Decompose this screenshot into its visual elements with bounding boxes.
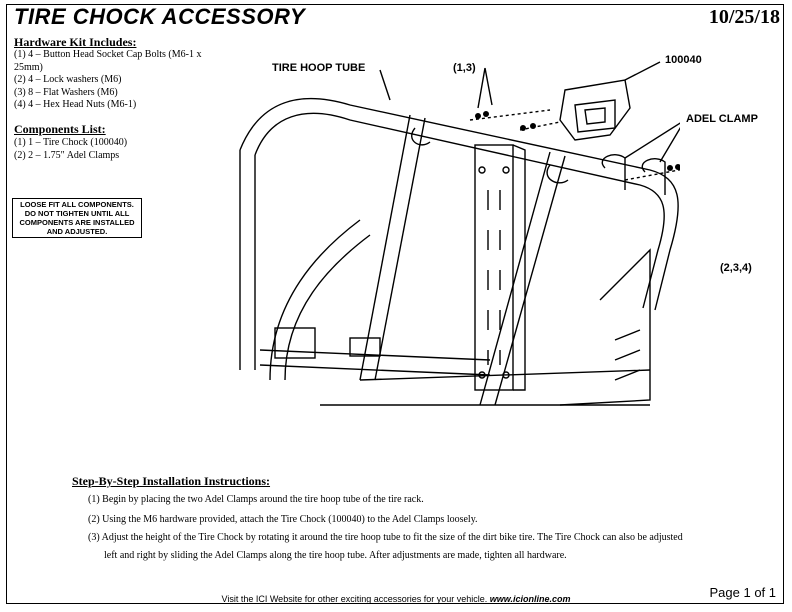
adel-clamp [601, 154, 626, 190]
instructions-heading: Step-By-Step Installation Instructions: [72, 474, 271, 488]
instruction-step: (2) Using the M6 hardware provided, atta… [88, 514, 478, 525]
components-heading: Components List: [14, 122, 106, 136]
callout-nut-group: (2,3,4) [720, 262, 752, 274]
instruction-step: left and right by sliding the Adel Clamp… [104, 550, 567, 561]
footer-text: Visit the ICI Website for other exciting… [221, 594, 488, 604]
callout-bolt-group: (1,3) [453, 62, 476, 74]
callout-tire-hoop-tube: TIRE HOOP TUBE [272, 62, 366, 74]
instruction-step: (3) Adjust the height of the Tire Chock … [88, 532, 683, 543]
instruction-step: (1) Begin by placing the two Adel Clamps… [88, 494, 424, 505]
hardware-kit-heading: Hardware Kit Includes: [14, 35, 137, 49]
tire-hoop-tube-inner [254, 112, 665, 309]
list-item: (3) 8 – Flat Washers (M6) [14, 86, 118, 98]
list-item: (2) 4 – Lock washers (M6) [14, 74, 122, 86]
page-border [6, 4, 784, 604]
document-title: TIRE CHOCK ACCESSORY [14, 4, 306, 29]
callout-part-number: 100040 [665, 54, 702, 66]
warning-line: LOOSE FIT ALL COMPONENTS. [20, 200, 134, 209]
list-item: 25mm) [14, 61, 43, 73]
page-number: Page 1 of 1 [709, 585, 777, 600]
tire-chock-diagram [239, 61, 680, 406]
footer-link[interactable]: www.icionline.com [489, 594, 571, 604]
callout-adel-clamp: ADEL CLAMP [686, 113, 758, 125]
warning-line: DO NOT TIGHTEN UNTIL ALL [24, 209, 130, 218]
list-item: (2) 2 – 1.75" Adel Clamps [14, 149, 120, 161]
list-item: (1) 4 – Button Head Socket Cap Bolts (M6… [14, 49, 202, 60]
adel-clamp [641, 158, 666, 195]
document-date: 10/25/18 [708, 6, 780, 28]
warning-box: LOOSE FIT ALL COMPONENTS. DO NOT TIGHTEN… [12, 198, 142, 238]
components-list: (1) 1 – Tire Chock (100040) (2) 2 – 1.75… [14, 137, 127, 162]
tire-chock-part [559, 79, 631, 141]
footer: Visit the ICI Website for other exciting… [0, 594, 792, 604]
list-item: (4) 4 – Hex Head Nuts (M6-1) [14, 99, 137, 111]
tire-hoop-tube-outer [239, 97, 679, 311]
hardware-kit-list: (1) 4 – Button Head Socket Cap Bolts (M6… [14, 49, 201, 112]
warning-line: COMPONENTS ARE INSTALLED [19, 218, 135, 227]
list-item: (1) 1 – Tire Chock (100040) [14, 137, 128, 148]
warning-line: AND ADJUSTED. [46, 227, 108, 236]
